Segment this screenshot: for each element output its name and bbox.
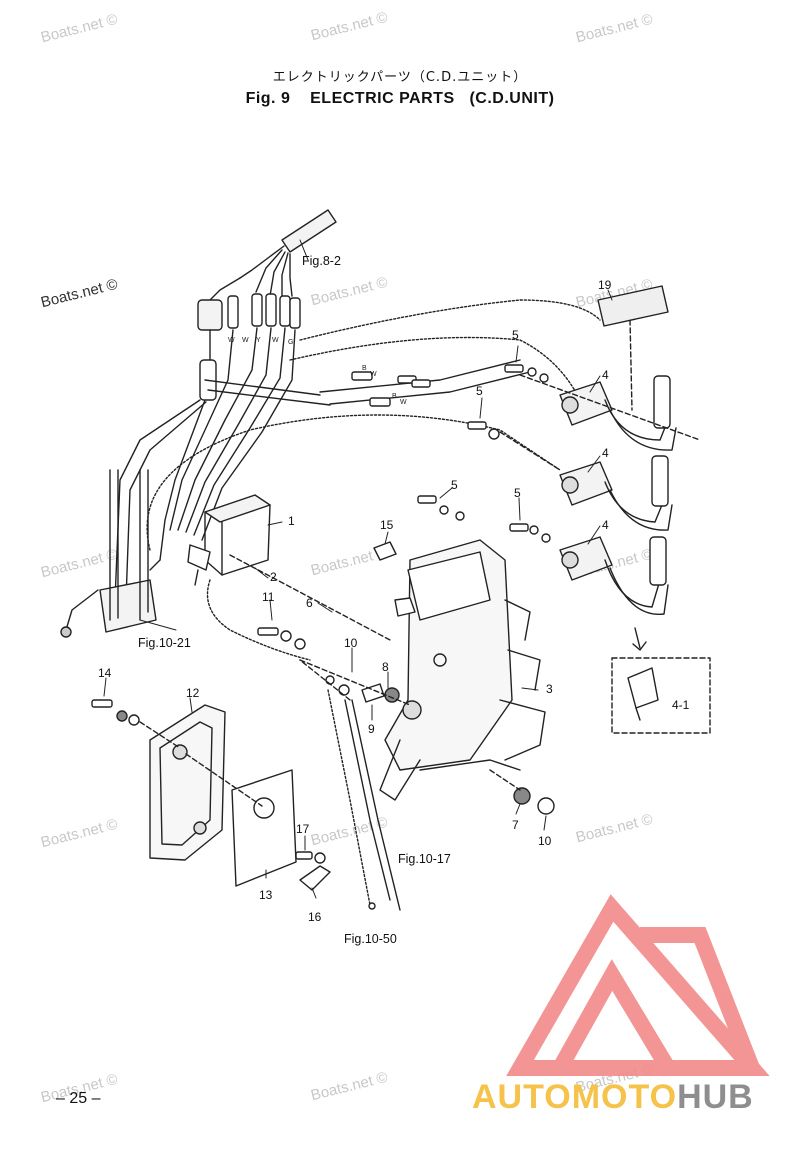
callout-4: 4 — [602, 368, 609, 382]
wire-code: B — [362, 365, 367, 372]
page-title: Fig. 9 ELECTRIC PARTS (C.D.UNIT) — [245, 90, 555, 107]
callout-5: 5 — [476, 384, 483, 398]
page-number: – 25 – — [56, 1090, 101, 1107]
callout-5: 5 — [451, 478, 458, 492]
ref-fig-8-2: Fig.8-2 — [302, 254, 341, 268]
cd-unit-1 — [149, 494, 271, 586]
bracket-3 — [379, 539, 546, 801]
callout-14: 14 — [98, 666, 112, 680]
callout-12: 12 — [186, 686, 200, 700]
ignition-coil-1 — [559, 375, 677, 451]
logo-part-2: HUB — [677, 1078, 754, 1116]
inset-box-4-1 — [611, 627, 711, 734]
callout-13: 13 — [259, 888, 273, 902]
cable-fig-10-17 — [344, 699, 391, 901]
callout-5: 5 — [514, 486, 521, 500]
bolt-14 — [91, 699, 140, 726]
callout-11: 11 — [262, 590, 275, 604]
callout-1: 1 — [288, 514, 295, 528]
callout-3: 3 — [546, 682, 553, 696]
clip-15 — [373, 541, 397, 561]
ref-fig-10-17: Fig.10-17 — [398, 852, 451, 866]
wire-code: W — [400, 399, 407, 406]
wire-code: W — [228, 337, 235, 344]
ref-fig-10-21: Fig.10-21 — [138, 636, 191, 650]
wire-code: G — [288, 339, 293, 346]
collar-8 — [325, 675, 400, 703]
fig-10-21-block — [60, 469, 157, 638]
wire-code: W — [272, 337, 279, 344]
cable-fig-10-50 — [327, 689, 371, 906]
ignition-coil-2 — [559, 455, 673, 531]
callout-4: 4 — [602, 446, 609, 460]
logo-triangle — [506, 894, 770, 1076]
bolt-17 — [295, 851, 331, 891]
callout-2: 2 — [270, 570, 277, 584]
callout-9: 9 — [368, 722, 375, 736]
callout-5: 5 — [512, 328, 519, 342]
grommet-7 — [513, 787, 555, 815]
harness-connector — [197, 209, 337, 331]
wire-code: Y — [256, 337, 261, 344]
tape-19 — [597, 285, 669, 327]
ref-fig-10-50: Fig.10-50 — [344, 932, 397, 946]
wire-code: W — [370, 371, 377, 378]
callout-4-1: 4-1 — [672, 698, 690, 712]
ignition-coil-3 — [559, 536, 669, 615]
callout-4: 4 — [602, 518, 609, 532]
wire-bundle — [114, 299, 601, 601]
callout-8: 8 — [382, 660, 389, 674]
callout-15: 15 — [380, 518, 394, 532]
callout-16: 16 — [308, 910, 322, 924]
wire-code: B — [392, 393, 397, 400]
callout-6: 6 — [306, 596, 313, 610]
title-japanese: エレクトリックパーツ（C.D.ユニット） — [272, 70, 528, 85]
callout-7: 7 — [512, 818, 519, 832]
logo-part-1: AUTOMOTO — [472, 1078, 678, 1116]
callout-19: 19 — [598, 278, 612, 292]
callout-10: 10 — [538, 834, 552, 848]
callout-17: 17 — [296, 822, 310, 836]
bolt-11 — [257, 627, 306, 650]
callout-10: 10 — [344, 636, 358, 650]
sheet-13 — [231, 769, 297, 887]
lead-wire-6 — [206, 579, 311, 661]
wire-code: W — [242, 337, 249, 344]
bolt-5 — [417, 364, 551, 543]
brand-logo: AUTOMOTOHUB — [472, 1078, 754, 1117]
cover-12 — [149, 704, 226, 861]
